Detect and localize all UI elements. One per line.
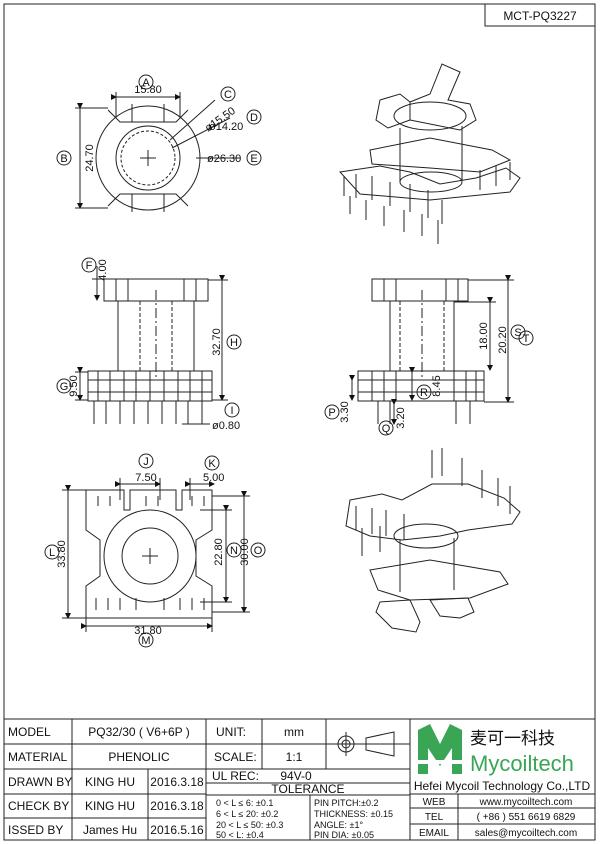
tolerance-line: 50 < L: ±0.4 — [216, 830, 264, 840]
issued-by-name: James Hu — [83, 823, 137, 837]
dim-balloon-letter: A — [142, 77, 150, 89]
web-label: WEB — [423, 797, 446, 808]
dim-value: ø26.30 — [207, 153, 241, 165]
dim-balloon-letter: B — [60, 153, 67, 165]
tolerance-extra: PIN DIA: ±0.05 — [314, 830, 374, 840]
material-value: PHENOLIC — [108, 750, 170, 764]
tel-value: ( +86 ) 551 6619 6829 — [477, 812, 576, 823]
web-value: www.mycoiltech.com — [479, 797, 573, 808]
ul-rec-label: UL REC: — [212, 769, 259, 783]
front-view — [56, 257, 242, 425]
check-by-date: 2016.3.18 — [150, 799, 204, 813]
dim-value: ø14.20 — [209, 121, 243, 133]
dim-balloon-letter: R — [420, 387, 428, 399]
mycoil-logo-icon — [418, 724, 462, 774]
model-label: MODEL — [8, 725, 51, 739]
dim-value: 3.20 — [395, 407, 407, 428]
company-logo: 麦可一科技 Mycoiltech — [418, 724, 574, 776]
check-by-name: KING HU — [85, 799, 135, 813]
dim-balloon-letter: M — [141, 635, 150, 647]
dim-value: 30.00 — [239, 538, 251, 566]
issued-by-label: ISSED BY — [8, 823, 63, 837]
tel-label: TEL — [425, 812, 444, 823]
check-by-label: CHECK BY — [8, 799, 69, 813]
model-value: PQ32/30 ( V6+6P ) — [88, 725, 190, 739]
isometric-view-top — [339, 63, 521, 244]
tolerance-extra: ANGLE: ±1° — [314, 820, 363, 830]
company-name: Hefei Mycoil Technology Co.,LTD — [414, 779, 591, 793]
dim-value: 24.70 — [84, 144, 96, 172]
drawing-number: MCT-PQ3227 — [503, 9, 577, 23]
dim-value: 3.30 — [339, 401, 351, 422]
drawn-by-name: KING HU — [85, 775, 135, 789]
dim-balloon-letter: E — [250, 153, 257, 165]
dim-balloon-letter: Q — [382, 423, 391, 435]
tolerance-line: 0 < L ≤ 6: ±0.1 — [216, 798, 273, 808]
dim-balloon-letter: L — [49, 547, 55, 559]
issued-by-date: 2016.5.16 — [150, 823, 204, 837]
sheet-border — [3, 3, 596, 841]
tolerance-heading: TOLERANCE — [271, 782, 344, 796]
dim-value: 9.50 — [68, 375, 80, 396]
material-label: MATERIAL — [8, 750, 67, 764]
dim-value: 32.70 — [211, 328, 223, 356]
email-value: sales@mycoiltech.com — [475, 828, 577, 839]
title-block — [3, 718, 596, 841]
scale-label: SCALE: — [214, 750, 257, 764]
company-info: Hefei Mycoil Technology Co.,LTD WEB www.… — [414, 779, 591, 839]
dim-balloon-letter: T — [523, 333, 530, 345]
dim-value: 33.80 — [56, 540, 68, 568]
dim-value: 5.00 — [203, 472, 224, 484]
tolerance-extra: PIN PITCH:±0.2 — [314, 798, 378, 808]
dim-value: 8.45 — [431, 375, 443, 396]
dim-balloon-letter: F — [86, 260, 93, 272]
dim-balloon-letter: K — [208, 458, 216, 470]
dim-balloon-letter: N — [230, 545, 238, 557]
dim-value: 7.50 — [135, 472, 156, 484]
dim-value: 22.80 — [213, 538, 225, 566]
isometric-view-bottom — [345, 448, 521, 633]
dim-value: 18.00 — [478, 322, 490, 350]
logo-chinese-text: 麦可一科技 — [470, 729, 555, 749]
logo-english-text: Mycoiltech — [470, 751, 574, 776]
dim-value: 15.80 — [134, 84, 162, 96]
dim-balloon-letter: S — [514, 327, 521, 339]
ul-rec-value: 94V-0 — [280, 769, 312, 783]
dim-balloon-letter: O — [254, 545, 263, 557]
dim-balloon-letter: C — [224, 89, 232, 101]
tolerance-line: 20 < L ≤ 50: ±0.3 — [216, 820, 283, 830]
drawn-by-label: DRAWN BY — [8, 775, 72, 789]
dim-value: 20.20 — [497, 326, 509, 354]
scale-value: 1:1 — [286, 750, 303, 764]
top-view-labels: A 15.80 B 24.70 C ø15.50 D ø14.20 E ø26.… — [60, 77, 258, 172]
bottom-view-labels: J 7.50 K 5.00 L 33.80 22.80 N 30.00 O 31… — [49, 456, 263, 647]
drawn-by-date: 2016.3.18 — [150, 775, 204, 789]
dim-value: 4.00 — [97, 259, 109, 280]
dim-balloon-letter: J — [143, 456, 149, 468]
unit-value: mm — [284, 725, 304, 739]
dim-balloon-letter: H — [230, 337, 238, 349]
dim-balloon-letter: P — [328, 407, 335, 419]
side-view — [324, 275, 534, 436]
tolerance-line: 6 < L ≤ 20: ±0.2 — [216, 809, 278, 819]
bottom-view — [44, 453, 266, 648]
unit-label: UNIT: — [216, 725, 246, 739]
title-block-text: MODEL PQ32/30 ( V6+6P ) MATERIAL PHENOLI… — [8, 725, 393, 840]
top-view — [56, 74, 262, 212]
drawing-number-box: MCT-PQ3227 — [484, 3, 596, 27]
side-view-labels: 18.00 S 20.20 T 8.45 R P 3.30 Q 3.20 — [328, 322, 529, 435]
dim-value: 31.80 — [134, 625, 162, 637]
dim-balloon-letter: I — [230, 405, 233, 417]
dim-balloon-letter: G — [60, 381, 69, 393]
dim-balloon-letter: D — [250, 112, 258, 124]
tolerance-extra: THICKNESS: ±0.15 — [314, 809, 393, 819]
email-label: EMAIL — [419, 828, 449, 839]
front-view-labels: F 4.00 H 32.70 G 9.50 I ø0.80 — [60, 259, 240, 432]
dim-value: ø0.80 — [212, 420, 240, 432]
